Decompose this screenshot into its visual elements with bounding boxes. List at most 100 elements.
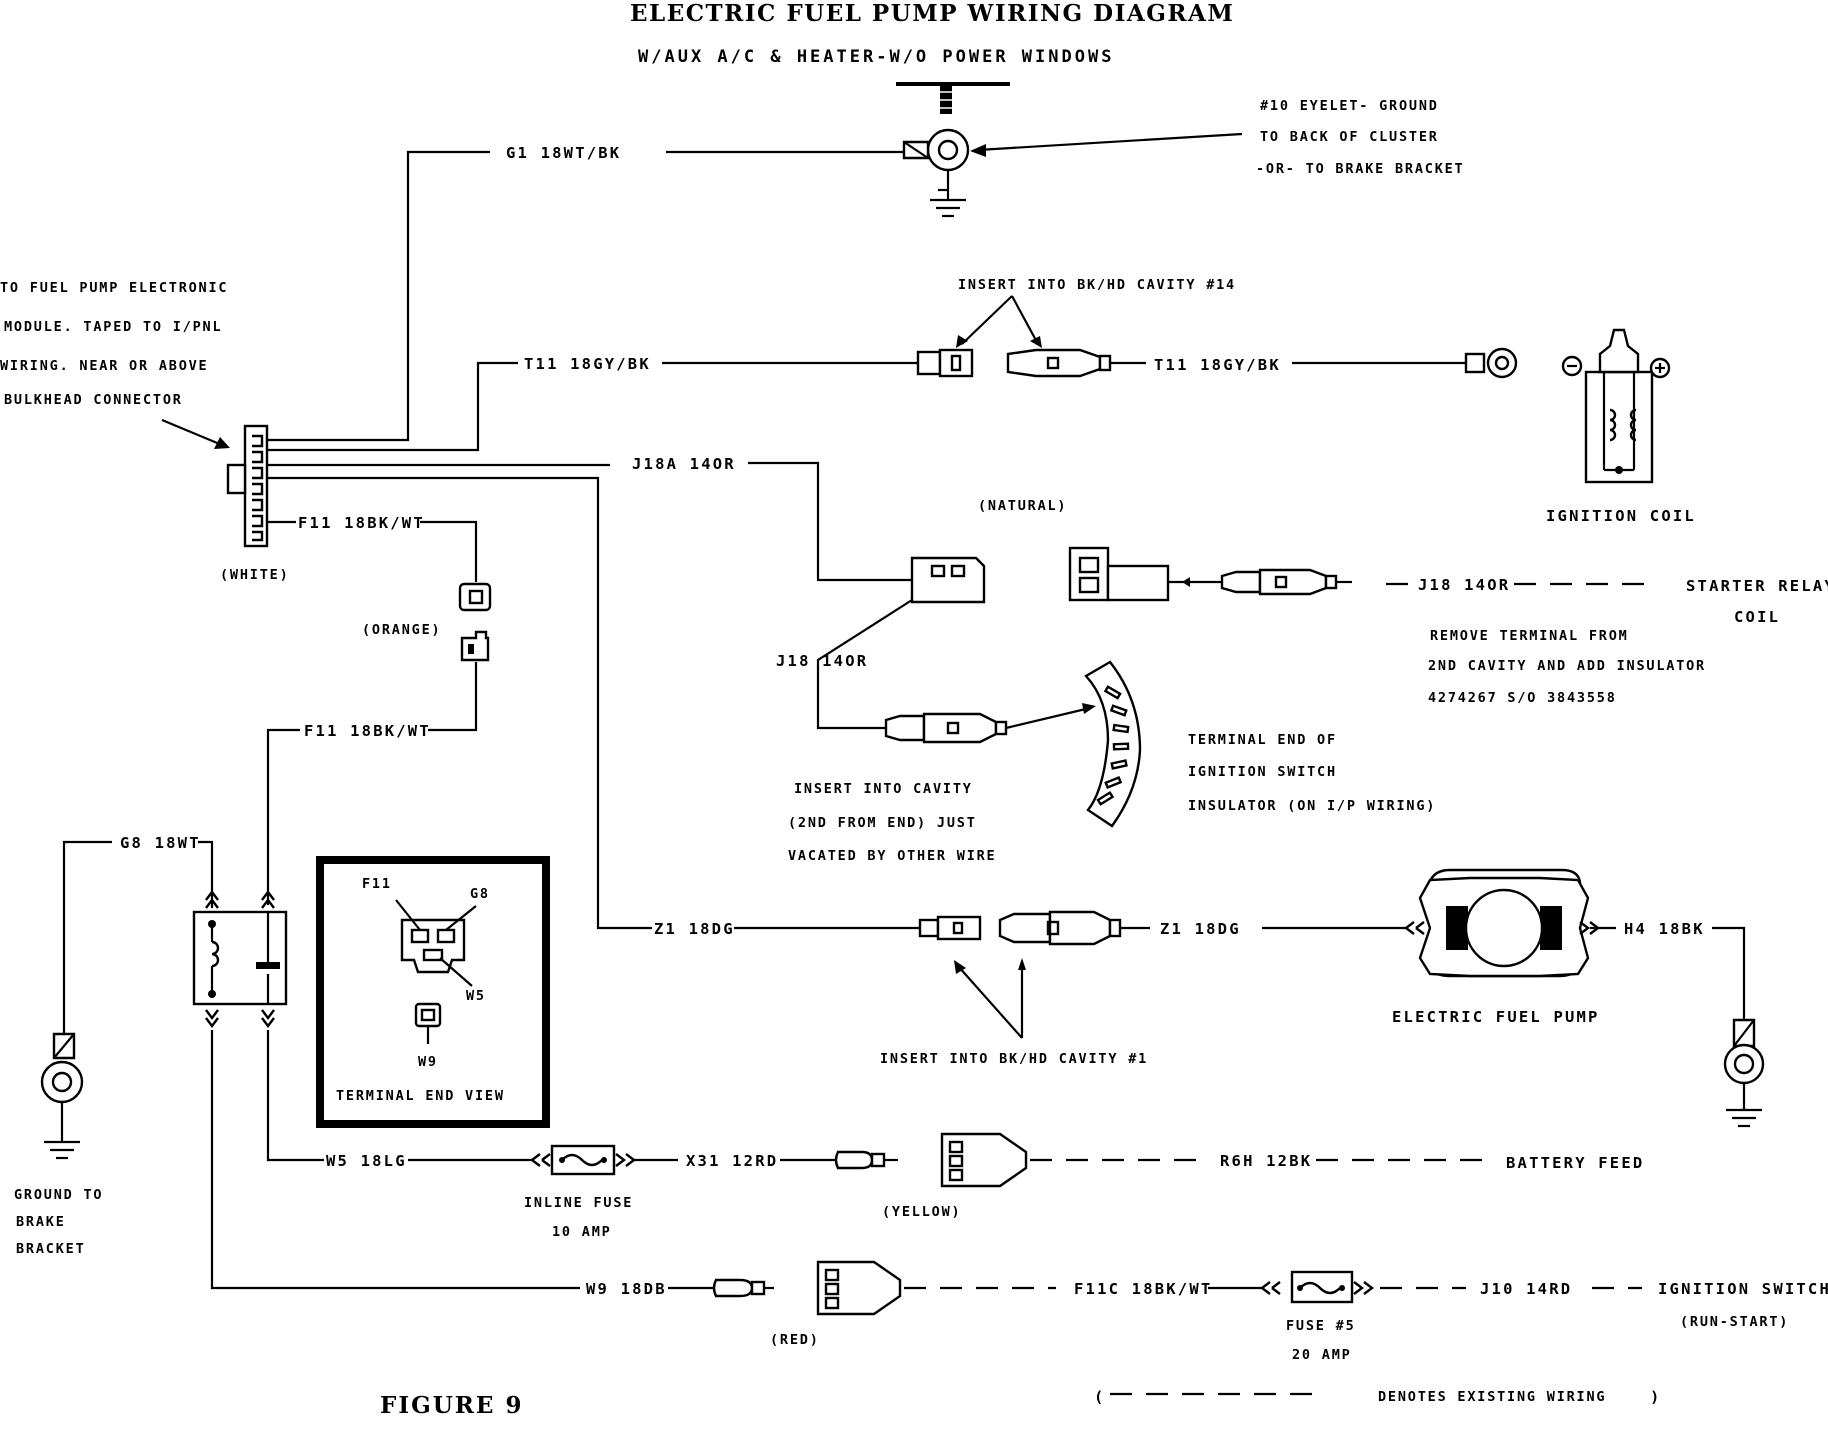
orange-connector	[458, 582, 492, 662]
svg-text:BRACKET: BRACKET	[16, 1241, 86, 1257]
svg-text:COIL: COIL	[1734, 608, 1780, 626]
pin-w9: W9	[418, 1054, 438, 1070]
pin-w5: W5	[466, 988, 486, 1004]
fuse5-note: FUSE #5 20 AMP	[1286, 1318, 1356, 1363]
label-natural: (NATURAL)	[978, 498, 1067, 514]
ignition-switch-terminal	[884, 712, 1008, 744]
wire-label-j18a: J18A 14OR	[632, 455, 736, 473]
wire-g1	[260, 150, 490, 443]
label-orange: (ORANGE)	[362, 622, 441, 638]
g8-ground-eyelet	[40, 1032, 84, 1160]
j18-terminal-insulator	[1220, 568, 1338, 596]
svg-text:INSULATOR (ON I/P WIRING): INSULATOR (ON I/P WIRING)	[1188, 798, 1436, 814]
t11-bulkhead-terminal	[916, 348, 974, 378]
wire-label-z1-right: Z1 18DG	[1160, 920, 1241, 938]
label-battery-feed: BATTERY FEED	[1506, 1154, 1644, 1172]
svg-text:INLINE FUSE: INLINE FUSE	[524, 1195, 633, 1211]
svg-text:): )	[1650, 1388, 1662, 1406]
pin-g8: G8	[470, 886, 490, 902]
diagram-title: ELECTRIC FUEL PUMP WIRING DIAGRAM	[630, 0, 1234, 27]
natural-connector-left	[910, 556, 986, 604]
fuse-5	[1261, 1270, 1374, 1304]
wire-label-g8: G8 18WT	[120, 834, 201, 852]
module-note: TO FUEL PUMP ELECTRONIC MODULE. TAPED TO…	[0, 280, 227, 408]
svg-text:TO BACK OF CLUSTER: TO BACK OF CLUSTER	[1260, 129, 1439, 145]
ground-note: #10 EYELET- GROUND TO BACK OF CLUSTER -O…	[1256, 98, 1464, 177]
svg-text:(2ND FROM END) JUST: (2ND FROM END) JUST	[788, 815, 977, 831]
red-connector	[816, 1260, 902, 1316]
wire-label-f11c: F11C 18BK/WT	[1074, 1280, 1212, 1298]
terminal-end-view	[316, 856, 550, 1128]
remove-terminal-note: REMOVE TERMINAL FROM 2ND CAVITY AND ADD …	[1428, 628, 1706, 706]
note-insert-bkhd-1: INSERT INTO BK/HD CAVITY #1	[880, 1051, 1148, 1067]
ignition-switch-note: IGNITION SWITCH (RUN-START)	[1658, 1280, 1828, 1330]
label-red: (RED)	[770, 1332, 820, 1348]
t11-ring-terminal	[1464, 352, 1486, 374]
legend: ( DENOTES EXISTING WIRING )	[1094, 1388, 1662, 1406]
svg-text:GROUND TO: GROUND TO	[14, 1187, 103, 1203]
x31-terminal	[834, 1150, 898, 1170]
wire-label-j10: J10 14RD	[1480, 1280, 1572, 1298]
label-yellow: (YELLOW)	[882, 1204, 961, 1220]
svg-text:20 AMP: 20 AMP	[1292, 1347, 1352, 1363]
svg-text:#10 EYELET- GROUND: #10 EYELET- GROUND	[1260, 98, 1439, 114]
bulkhead-connector-white	[226, 424, 269, 548]
svg-text:REMOVE TERMINAL FROM: REMOVE TERMINAL FROM	[1430, 628, 1629, 644]
ground-note-arrow	[977, 132, 1243, 152]
svg-text:4274267 S/O 3843558: 4274267 S/O 3843558	[1428, 690, 1617, 706]
svg-text:MODULE. TAPED TO I/PNL: MODULE. TAPED TO I/PNL	[4, 319, 222, 335]
figure-label: FIGURE 9	[380, 1392, 523, 1419]
wire-label-r6h: R6H 12BK	[1220, 1152, 1312, 1170]
ignition-switch-insulator-note: TERMINAL END OF IGNITION SWITCH INSULATO…	[1188, 732, 1436, 814]
pin-f11: F11	[362, 876, 392, 892]
label-fuel-pump: ELECTRIC FUEL PUMP	[1392, 1008, 1600, 1026]
svg-text:FUSE #5: FUSE #5	[1286, 1318, 1356, 1334]
starter-relay-note: STARTER RELAY COIL	[1686, 577, 1828, 626]
h4-ground-eyelet	[1723, 1018, 1765, 1128]
wire-label-z1-left: Z1 18DG	[654, 920, 735, 938]
ignition-switch-insulator	[1084, 660, 1142, 828]
wire-w5	[266, 1030, 324, 1162]
svg-text:(: (	[1094, 1388, 1106, 1406]
cluster-ground-eyelet	[896, 82, 1010, 218]
z1-terminal-insulator	[998, 910, 1122, 946]
electric-fuel-pump	[1418, 868, 1590, 978]
wire-label-h4: H4 18BK	[1624, 920, 1705, 938]
svg-text:10 AMP: 10 AMP	[552, 1224, 612, 1240]
wire-label-f11-lower: F11 18BK/WT	[304, 722, 431, 740]
note-insert-bkhd-14: INSERT INTO BK/HD CAVITY #14	[958, 277, 1236, 293]
inline-fuse-note: INLINE FUSE 10 AMP	[524, 1195, 633, 1240]
svg-text:IGNITION SWITCH: IGNITION SWITCH	[1658, 1280, 1828, 1298]
t11-terminal-insulator	[1006, 348, 1112, 378]
label-ignition-coil: IGNITION COIL	[1546, 507, 1696, 525]
wire-label-f11-top: F11 18BK/WT	[298, 514, 425, 532]
label-white: (WHITE)	[220, 567, 290, 583]
insert-cavity-note: INSERT INTO CAVITY (2ND FROM END) JUST V…	[788, 781, 996, 864]
svg-text:WIRING. NEAR OR ABOVE: WIRING. NEAR OR ABOVE	[0, 358, 208, 374]
svg-text:BULKHEAD CONNECTOR: BULKHEAD CONNECTOR	[4, 392, 183, 408]
wire-f11-lower	[266, 728, 300, 905]
svg-text:-OR- TO BRAKE BRACKET: -OR- TO BRAKE BRACKET	[1256, 161, 1464, 177]
inline-fuse	[531, 1144, 636, 1176]
wire-label-w9: W9 18DB	[586, 1280, 667, 1298]
yellow-connector	[940, 1132, 1028, 1188]
natural-connector-right	[1068, 546, 1170, 602]
svg-text:2ND CAVITY AND ADD INSULATOR: 2ND CAVITY AND ADD INSULATOR	[1428, 658, 1706, 674]
svg-text:BRAKE: BRAKE	[16, 1214, 66, 1230]
wire-label-x31: X31 12RD	[686, 1152, 778, 1170]
wire-label-t11-right: T11 18GY/BK	[1154, 356, 1281, 374]
ground-brake-note: GROUND TO BRAKE BRACKET	[14, 1187, 103, 1257]
z1-bulkhead-terminal	[918, 915, 982, 941]
fuel-pump-relay	[192, 890, 288, 1028]
svg-text:VACATED BY OTHER WIRE: VACATED BY OTHER WIRE	[788, 848, 996, 864]
ignition-coil	[1561, 328, 1671, 484]
w9-terminal	[712, 1278, 774, 1298]
diagram-subtitle: W/AUX A/C & HEATER-W/O POWER WINDOWS	[638, 47, 1114, 67]
wire-label-g1: G1 18WT/BK	[506, 144, 621, 162]
svg-text:TERMINAL END OF: TERMINAL END OF	[1188, 732, 1337, 748]
terminal-view-title: TERMINAL END VIEW	[336, 1088, 505, 1104]
svg-text:IGNITION SWITCH: IGNITION SWITCH	[1188, 764, 1337, 780]
wire-t11-left	[268, 361, 518, 452]
svg-text:(RUN-START): (RUN-START)	[1680, 1314, 1789, 1330]
